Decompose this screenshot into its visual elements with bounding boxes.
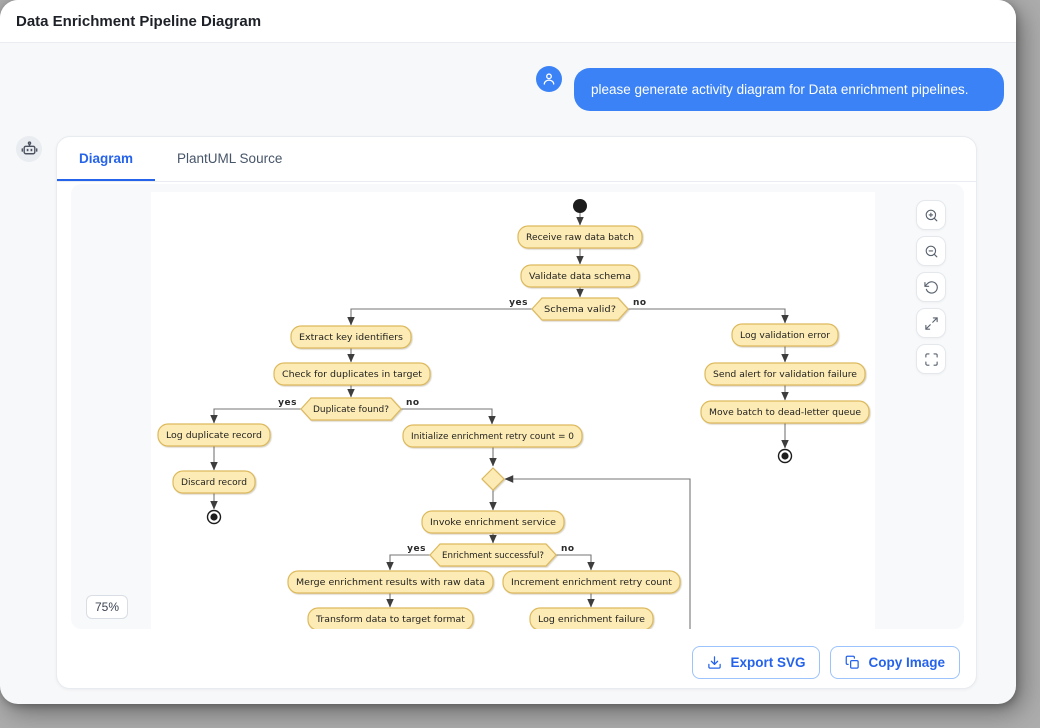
decision-node (531, 297, 629, 321)
activity-node (172, 470, 256, 494)
tab-bar: Diagram PlantUML Source (57, 137, 976, 182)
copy-image-label: Copy Image (868, 655, 945, 670)
export-svg-label: Export SVG (730, 655, 806, 670)
branch-label-no: no (561, 544, 575, 554)
activity-node (421, 510, 565, 534)
fullscreen-icon (924, 352, 938, 366)
fullscreen-button[interactable] (916, 344, 946, 374)
decision-label: Enrichment successful? (442, 551, 544, 561)
copy-icon (846, 655, 860, 669)
activity-label: Move batch to dead-letter queue (709, 408, 861, 418)
activity-label: Invoke enrichment service (430, 518, 556, 528)
user-message-bubble: please generate activity diagram for Dat… (574, 68, 1004, 111)
edge (556, 554, 595, 571)
activity-label: Extract key identifiers (299, 333, 403, 343)
decision-label: Schema valid? (544, 305, 616, 315)
activity-label: Merge enrichment results with raw data (296, 578, 485, 588)
export-svg-button[interactable]: Export SVG (692, 646, 821, 679)
activity-label: Send alert for validation failure (713, 370, 857, 380)
download-icon (708, 656, 722, 669)
zoom-out-button[interactable] (916, 236, 946, 266)
activity-node (287, 570, 494, 594)
bot-avatar (16, 136, 42, 162)
robot-icon (21, 140, 37, 154)
tab-diagram[interactable]: Diagram (57, 137, 155, 181)
end-node-dot (781, 452, 789, 460)
zoom-in-icon (925, 209, 937, 221)
edge (210, 408, 301, 424)
activity-label: Initialize enrichment retry count = 0 (411, 432, 574, 442)
user-avatar (536, 66, 562, 92)
activity-node (731, 323, 839, 347)
activity-label: Receive raw data batch (526, 233, 634, 243)
page-title: Data Enrichment Pipeline Diagram (16, 12, 262, 30)
activity-node (520, 264, 640, 288)
activity-node (402, 424, 583, 448)
tab-plantuml-source[interactable]: PlantUML Source (177, 151, 283, 166)
activity-label: Log validation error (740, 331, 830, 341)
edge (628, 308, 789, 324)
zoom-level-badge: 75% (86, 595, 129, 619)
copy-image-button[interactable]: Copy Image (830, 646, 960, 679)
activity-node (529, 607, 654, 629)
activity-node (700, 400, 870, 424)
decision-node (300, 397, 402, 421)
activity-node (290, 325, 412, 349)
decision-label: Duplicate found? (313, 405, 389, 415)
branch-label-yes: yes (509, 298, 528, 308)
branch-label-no: no (633, 298, 647, 308)
activity-node (517, 225, 643, 249)
header: Data Enrichment Pipeline Diagram (0, 0, 1016, 43)
activity-label: Log duplicate record (166, 431, 262, 441)
activity-label: Validate data schema (529, 272, 631, 282)
panel-footer: Export SVG Copy Image (692, 646, 960, 679)
activity-node (273, 362, 431, 386)
activity-node (157, 423, 271, 447)
activity-label: Increment enrichment retry count (511, 578, 672, 588)
zoom-toolbar (916, 200, 946, 374)
branch-label-yes: yes (407, 544, 426, 554)
branch-label-no: no (406, 398, 420, 408)
diagram-panel: Diagram PlantUML Source Receive raw data… (56, 136, 977, 689)
app-window: Data Enrichment Pipeline Diagram please … (0, 0, 1016, 704)
activity-node (502, 570, 681, 594)
activity-node (704, 362, 866, 386)
expand-button[interactable] (916, 308, 946, 338)
activity-label: Transform data to target format (315, 615, 466, 625)
activity-label: Log enrichment failure (538, 615, 645, 625)
reset-view-button[interactable] (916, 272, 946, 302)
merge-node (481, 467, 505, 491)
activity-label: Discard record (181, 478, 247, 488)
start-node (573, 199, 587, 213)
end-node-dot (210, 513, 218, 521)
edge (504, 475, 691, 629)
edge (401, 408, 496, 425)
decision-node (429, 543, 557, 567)
zoom-in-button[interactable] (916, 200, 946, 230)
edge (347, 308, 532, 326)
zoom-out-icon (925, 245, 937, 257)
user-icon (543, 73, 555, 85)
reset-icon (923, 280, 938, 294)
edge (386, 554, 430, 571)
activity-node (307, 607, 474, 629)
expand-icon (924, 316, 938, 330)
branch-label-yes: yes (278, 398, 297, 408)
activity-label: Check for duplicates in target (282, 370, 422, 380)
